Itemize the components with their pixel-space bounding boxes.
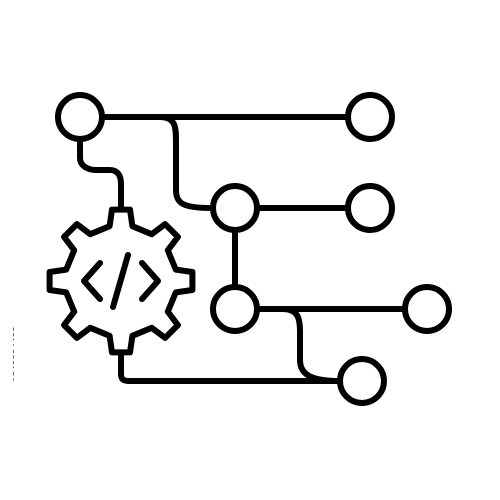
right-angle-bracket xyxy=(139,260,161,302)
branch-to-middle-node xyxy=(157,114,215,211)
slash-glyph xyxy=(110,252,131,310)
code-brackets-icon xyxy=(81,252,161,310)
network-nodes xyxy=(55,92,452,406)
branch-to-bottom-node xyxy=(279,306,343,384)
node-bottom-right xyxy=(337,356,387,406)
node-top-right xyxy=(345,92,395,142)
gear-icon xyxy=(46,206,196,356)
node-middle-center xyxy=(210,183,260,233)
bottom-connector-line xyxy=(118,349,343,384)
gear-link-line xyxy=(77,136,124,215)
left-angle-bracket xyxy=(81,260,103,302)
node-lower-center xyxy=(210,284,260,334)
watermark-id: 1840834498 xyxy=(12,326,14,382)
node-middle-right xyxy=(345,183,395,233)
connector-lines xyxy=(77,114,408,384)
watermark: 1840834498 xyxy=(0,0,14,500)
node-top-left xyxy=(55,92,105,142)
node-lower-right xyxy=(402,284,452,334)
